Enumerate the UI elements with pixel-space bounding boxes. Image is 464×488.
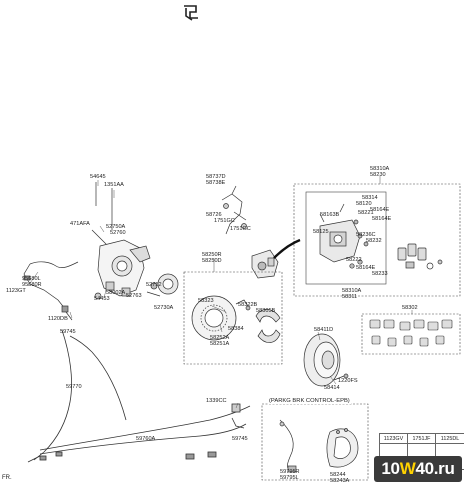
caliper-frame <box>293 183 461 297</box>
part-label: 58244 <box>330 472 346 478</box>
part-label: 58384 <box>228 326 244 332</box>
part-label: 1751GC <box>214 218 235 224</box>
part-label: 58222 <box>346 257 362 263</box>
backing-plate-frame <box>183 271 283 365</box>
part-label: 58311 <box>342 294 358 300</box>
part-label: 58726 <box>206 212 222 218</box>
part-label: 58737D <box>206 174 226 180</box>
epb-frame <box>261 403 369 481</box>
part-label: 58411D <box>314 327 334 333</box>
part-label: 58164E <box>356 265 376 271</box>
part-label: 58002A <box>106 290 126 296</box>
knuckle-group <box>23 182 179 321</box>
front-direction-label: FR. <box>2 475 12 481</box>
pad-kit-frame <box>361 313 461 355</box>
part-label: 58322B <box>238 302 258 308</box>
part-label: 58414 <box>324 385 340 391</box>
legend-code: 1125DL <box>436 435 464 444</box>
part-label: 58232 <box>366 238 382 244</box>
part-label: 58233 <box>372 271 388 277</box>
watermark-logo: 10W40.ru <box>374 456 462 482</box>
part-label: 58230 <box>370 172 386 178</box>
part-label: 59795R <box>280 469 300 475</box>
caliper-small <box>251 249 279 279</box>
pointer-arrow <box>273 238 301 259</box>
watermark-prefix: 10 <box>381 459 400 478</box>
part-label: 58120 <box>356 201 372 207</box>
legend-code: 1751JF <box>408 435 435 444</box>
part-label: 54453 <box>94 296 110 302</box>
part-label: 58323 <box>198 298 214 304</box>
part-label: 58310A <box>342 288 362 294</box>
part-label: 58738E <box>206 180 226 186</box>
part-label: 1339CC <box>206 398 227 404</box>
part-label: 1220FS <box>338 378 358 384</box>
legend-cell: 1125DL <box>436 434 464 469</box>
part-label: 95680R <box>22 282 42 288</box>
part-label: 59745 <box>60 329 76 335</box>
watermark-suffix: 40.ru <box>415 459 455 478</box>
part-label: 59760A <box>136 436 156 442</box>
part-label: 58163B <box>320 212 340 218</box>
part-label: 59745 <box>232 436 248 442</box>
legend-cell: 1751JF <box>408 434 436 469</box>
part-label: 58125 <box>313 229 329 235</box>
legend-code: 1123GV <box>380 435 407 444</box>
part-label: 58305B <box>256 308 276 314</box>
part-label: 58252A <box>210 335 230 341</box>
part-label: 58251A <box>210 341 230 347</box>
part-label: 52750A <box>106 224 126 230</box>
part-label: 58243A <box>330 478 350 484</box>
part-label: 58221 <box>358 210 374 216</box>
part-label: 52760 <box>110 230 126 236</box>
part-label: 52763 <box>126 293 142 299</box>
epb-frame-title: (PARKG BRK CONTROL-EPB) <box>268 398 351 404</box>
part-label: 58314 <box>362 195 378 201</box>
leader-lines <box>27 176 413 409</box>
bracket-icon <box>184 5 198 21</box>
parking-bracket-group <box>221 185 247 235</box>
part-label: 1120DB <box>48 316 68 322</box>
part-label: 58164E <box>370 207 390 213</box>
part-label: 59770 <box>66 384 82 390</box>
watermark-accent: W <box>399 459 416 478</box>
part-label: 54645 <box>90 174 106 180</box>
part-label: 52752 <box>146 282 162 288</box>
part-label: 58310A <box>370 166 390 172</box>
part-label: 52730A <box>154 305 174 311</box>
part-label: 95680L <box>22 276 41 282</box>
legend-cell: 1123GV <box>380 434 408 469</box>
part-label: 471AFA <box>70 221 90 227</box>
brake-disc <box>303 333 349 387</box>
part-label: 58236C <box>356 232 376 238</box>
part-label: 1351AA <box>104 182 124 188</box>
part-label: 58302 <box>402 305 418 311</box>
part-label: 58250D <box>202 258 222 264</box>
part-label: 58250R <box>202 252 222 258</box>
part-label: 1123GT <box>6 288 26 294</box>
part-label: 58164E <box>372 216 392 222</box>
part-label: 1751GC <box>230 226 251 232</box>
part-label: 59795L <box>280 475 299 481</box>
